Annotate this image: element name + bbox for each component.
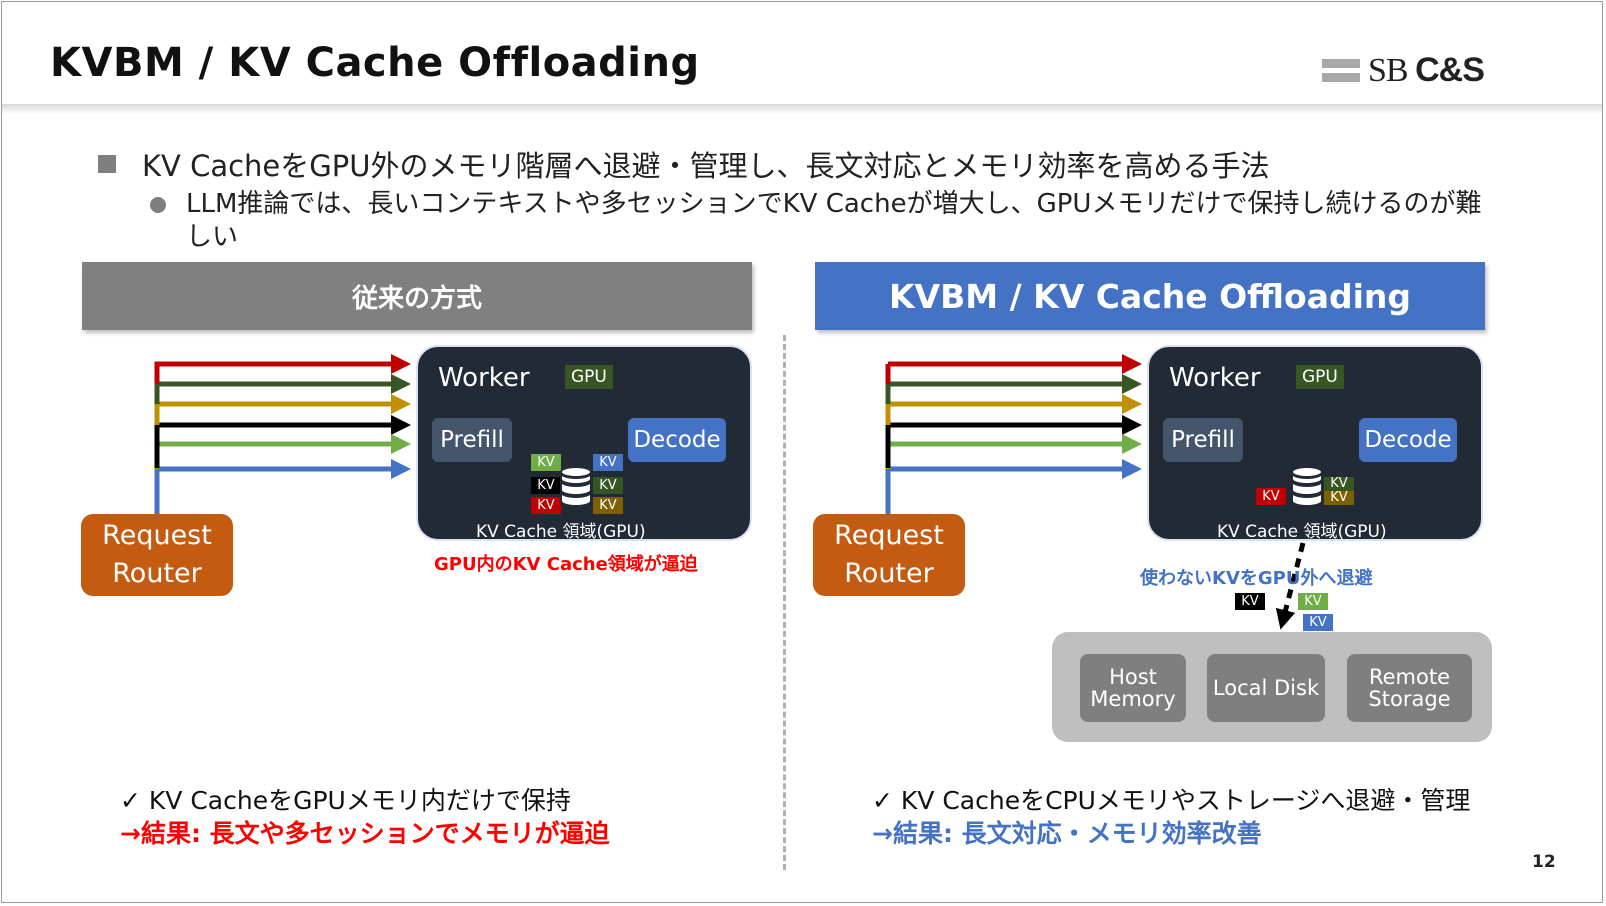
left-prefill-box: Prefill [432,418,512,462]
offload-kv-blue: KV [1303,614,1333,631]
bullet-level2-text: LLM推論では、長いコンテキストや多セッションでKV Cacheが増大し、GPU… [186,189,1482,252]
logo-cs: C&S [1415,50,1485,89]
right-result: ✓ KV CacheをCPUメモリやストレージへ退避・管理 →結果: 長文対応・… [872,784,1470,850]
kv-block-black: KV [531,477,561,494]
kv-block-gold: KV [593,497,623,514]
left-kv-region-label: KV Cache 領域(GPU) [476,522,646,542]
square-bullet-icon [98,155,116,173]
logo-bars-icon [1322,56,1360,84]
kv-block-blue: KV [593,454,623,471]
page-number: 12 [1532,852,1556,872]
title-rule [2,104,1602,114]
right-offload-note: 使わないKVをGPU外へ退避 [1140,568,1373,589]
right-result-check: ✓ KV CacheをCPUメモリやストレージへ退避・管理 [872,786,1471,815]
left-worker-box: Worker GPU Prefill Decode KV KV KV KV KV… [416,345,752,542]
kv-block-gold: KV [1324,491,1354,505]
left-pressure-note: GPU内のKV Cache領域が逼迫 [434,554,698,575]
kv-block-darkgreen: KV [593,477,623,494]
right-result-line: →結果: 長文対応・メモリ効率改善 [872,819,1262,848]
left-gpu-badge: GPU [565,365,613,389]
dot-bullet-icon [150,197,166,213]
kv-block-red: KV [1256,488,1286,505]
logo-sb: SB [1368,51,1409,89]
right-prefill-box: Prefill [1163,418,1243,462]
right-worker-label: Worker [1169,363,1261,393]
left-decode-box: Decode [628,418,726,462]
right-panel-header: KVBM / KV Cache Offloading [815,262,1485,330]
left-result: ✓ KV CacheをGPUメモリ内だけで保持 →結果: 長文や多セッションでメ… [120,784,610,850]
panel-divider [783,335,786,870]
kv-block-lightgreen: KV [531,454,561,471]
left-panel-header: 従来の方式 [82,262,752,330]
local-disk-box: Local Disk [1207,654,1325,722]
right-kv-region-label: KV Cache 領域(GPU) [1217,522,1387,542]
left-result-check: ✓ KV CacheをGPUメモリ内だけで保持 [120,786,571,815]
offload-kv-lightgreen: KV [1298,593,1328,610]
left-worker-label: Worker [438,363,530,393]
right-worker-box: Worker GPU Prefill Decode KV KV KV KV Ca… [1147,345,1483,542]
kv-block-red: KV [531,497,561,514]
bullet-level1-text: KV CacheをGPU外のメモリ階層へ退避・管理し、長文対応とメモリ効率を高め… [142,149,1270,183]
slide-title: KVBM / KV Cache Offloading [50,40,700,86]
bullet-level1: KV CacheをGPU外のメモリ階層へ退避・管理し、長文対応とメモリ効率を高め… [98,143,1269,185]
database-icon [560,466,592,507]
offload-kv-black: KV [1235,593,1265,610]
bullet-level2: LLM推論では、長いコンテキストや多セッションでKV Cacheが増大し、GPU… [150,188,1490,254]
kv-block-darkgreen: KV [1324,477,1354,491]
left-result-line: →結果: 長文や多セッションでメモリが逼迫 [120,819,610,848]
right-gpu-badge: GPU [1296,365,1344,389]
database-icon [1291,466,1323,507]
company-logo: SB C&S [1322,50,1485,90]
right-decode-box: Decode [1359,418,1457,462]
